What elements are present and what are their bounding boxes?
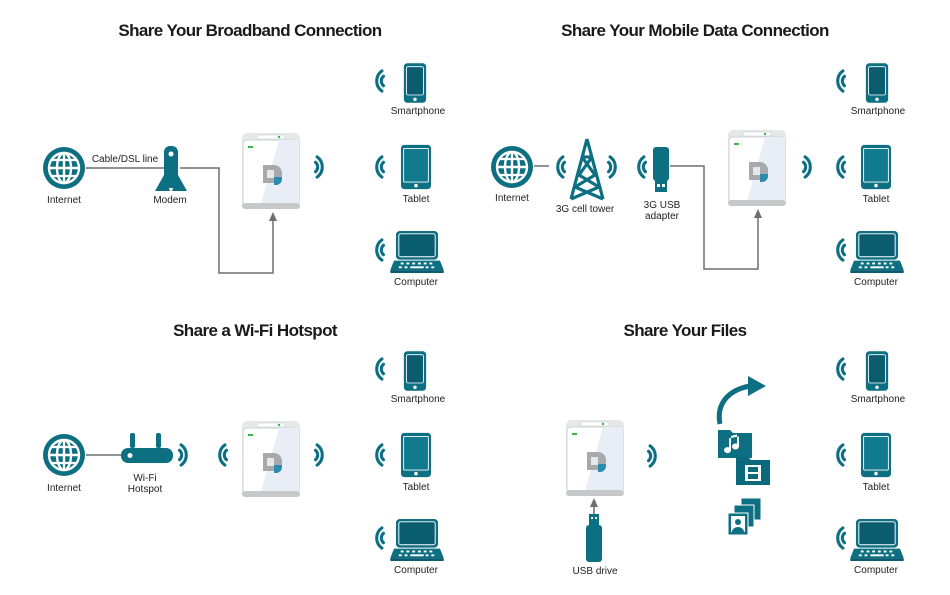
usb-adapter-label-1: 3G USB: [643, 200, 681, 211]
cell-tower-icon: [569, 138, 605, 201]
device-label: Smartphone: [850, 106, 906, 117]
modem-label: Modem: [153, 195, 187, 206]
wifi-wave-icon: [832, 440, 846, 470]
laptop-icon: [850, 518, 904, 562]
device-label: Smartphone: [390, 394, 446, 405]
music-folder-icon: [718, 430, 752, 458]
panel-title: Share a Wi-Fi Hotspot: [173, 321, 337, 340]
device-label: Computer: [854, 277, 898, 288]
internet-label: Internet: [47, 483, 81, 494]
tablet-icon: [860, 432, 892, 478]
device-label: Computer: [394, 565, 438, 576]
connection-lines: [86, 167, 277, 274]
wifi-wave-icon: [832, 354, 846, 384]
internet-label: Internet: [47, 195, 81, 206]
panel-title: Share Your Files: [623, 321, 748, 340]
smartphone-icon: [865, 350, 889, 392]
line-label: Cable/DSL line: [91, 154, 159, 165]
device-label: Tablet: [402, 482, 430, 493]
wifi-wave-icon: [832, 523, 846, 553]
device-label: Tablet: [862, 482, 890, 493]
device-label: Smartphone: [850, 394, 906, 405]
hotspot-label-2: Hotspot: [127, 484, 163, 495]
usb-adapter-icon: [653, 147, 669, 192]
tower-label: 3G cell tower: [555, 204, 615, 215]
device-label: Tablet: [862, 194, 890, 205]
usb-adapter-label-2: adapter: [645, 211, 679, 222]
device-label: Computer: [854, 565, 898, 576]
usb-drive-icon: [586, 514, 602, 562]
wifi-wave-icon: [647, 441, 661, 471]
device-label: Computer: [394, 277, 438, 288]
device-label: Smartphone: [390, 106, 446, 117]
connection-lines: [534, 165, 762, 270]
video-folder-icon: [736, 457, 770, 485]
modem-icon: [155, 146, 187, 191]
connection-lines: [86, 454, 122, 456]
hotspot-icon: [121, 433, 173, 463]
share-arrow-icon: [716, 376, 766, 425]
device-label: Tablet: [402, 194, 430, 205]
panel-title: Share Your Mobile Data Connection: [561, 21, 829, 40]
photos-icon: [727, 497, 762, 536]
hotspot-label-1: Wi-Fi: [133, 473, 157, 484]
panel-title: Share Your Broadband Connection: [118, 21, 382, 40]
internet-label: Internet: [495, 193, 529, 204]
usb-drive-label: USB drive: [572, 566, 618, 577]
